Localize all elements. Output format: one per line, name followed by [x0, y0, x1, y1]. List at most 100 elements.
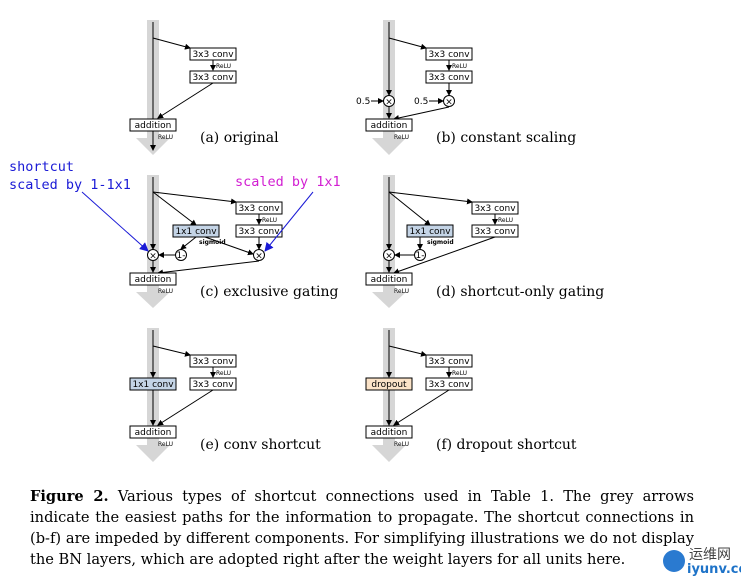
- panel-b-constant-scaling: 3x3 conv ReLU 3x3 conv × × 0.5 0.5 addit…: [356, 20, 576, 155]
- one-minus-symbol: 1-: [416, 251, 425, 261]
- multiply-symbol: ×: [385, 252, 393, 262]
- figure-caption: Figure 2. Various types of shortcut conn…: [30, 486, 694, 570]
- caption-b: (b) constant scaling: [436, 130, 576, 146]
- conv3-label: 3x3 conv: [428, 380, 470, 390]
- addition-box: [129, 118, 177, 132]
- caption-f: (f) dropout shortcut: [436, 437, 577, 453]
- conv3-label: 3x3 conv: [192, 380, 234, 390]
- branch-line: [152, 345, 191, 357]
- addition-label: addition: [371, 121, 408, 131]
- caption-e: (e) conv shortcut: [200, 437, 321, 453]
- conv1-gate-box: [406, 224, 454, 238]
- watermark-line1: 运维网: [689, 547, 731, 563]
- relu-label: ReLU: [394, 134, 409, 141]
- merge-line: [157, 260, 260, 276]
- one-minus-node: [414, 249, 426, 261]
- relu-label: ReLU: [158, 134, 173, 141]
- annotation-arrow: [81, 191, 149, 252]
- relu-label: ReLU: [394, 441, 409, 448]
- merge-line: [157, 82, 214, 119]
- watermark-logo-icon: [663, 550, 685, 572]
- branch-line: [388, 191, 473, 205]
- addition-label: addition: [371, 428, 408, 438]
- panel-f-dropout-shortcut: dropout 3x3 conv ReLU 3x3 conv addition …: [365, 328, 577, 462]
- caption-d: (d) shortcut-only gating: [436, 284, 604, 300]
- panel-c-exclusive-gating: 1x1 conv sigmoid 3x3 conv ReLU 3x3 conv …: [9, 159, 341, 308]
- one-minus-symbol: 1-: [177, 251, 186, 261]
- relu-label: ReLU: [158, 441, 173, 448]
- watermark-line2: iyunv.com: [687, 562, 741, 577]
- conv1-shortcut-box: [129, 377, 177, 391]
- merge-line: [393, 389, 450, 426]
- conv3-label: 3x3 conv: [192, 357, 234, 367]
- caption-c: (c) exclusive gating: [200, 284, 338, 300]
- merge-line: [393, 106, 450, 121]
- gate-branch-line: [152, 191, 197, 226]
- relu-label: ReLU: [498, 217, 513, 224]
- relu-label: ReLU: [394, 288, 409, 295]
- multiply-symbol: ×: [255, 252, 263, 262]
- addition-label: addition: [135, 275, 172, 285]
- conv1-label: 1x1 conv: [175, 227, 217, 237]
- addition-box: [365, 425, 413, 439]
- conv3-label: 3x3 conv: [428, 73, 470, 83]
- conv3-label: 3x3 conv: [192, 73, 234, 83]
- shortcut-diagram: 3x3 conv ReLU 3x3 conv addition ReLU (a)…: [9, 20, 604, 462]
- conv3-label: 3x3 conv: [192, 50, 234, 60]
- conv3-label: 3x3 conv: [474, 204, 516, 214]
- conv3-label: 3x3 conv: [238, 227, 280, 237]
- annotation-scaled-by: scaled by 1x1: [235, 174, 341, 190]
- sigmoid-label: sigmoid: [427, 239, 454, 246]
- annotation-shortcut-scaled: scaled by 1-1x1: [9, 177, 131, 193]
- branch-line: [388, 345, 427, 357]
- figure-label: Figure 2.: [30, 488, 109, 505]
- multiply-symbol: ×: [149, 252, 157, 262]
- addition-box: [129, 425, 177, 439]
- branch-line: [152, 37, 191, 50]
- dropout-label: dropout: [371, 380, 407, 390]
- addition-box: [365, 118, 413, 132]
- gate-branch-line: [388, 191, 431, 226]
- merge-line: [393, 236, 496, 275]
- addition-box: [129, 272, 177, 286]
- relu-label: ReLU: [262, 217, 277, 224]
- multiply-symbol: ×: [385, 98, 393, 108]
- gate-line: [180, 236, 197, 250]
- addition-label: addition: [371, 275, 408, 285]
- multiply-symbol: ×: [445, 98, 453, 108]
- relu-label: ReLU: [452, 63, 467, 70]
- conv3-label: 3x3 conv: [428, 357, 470, 367]
- branch-line: [388, 37, 427, 50]
- addition-box: [365, 272, 413, 286]
- caption-a: (a) original: [200, 130, 279, 146]
- panel-d-shortcut-only-gating: 1x1 conv sigmoid 3x3 conv ReLU 3x3 conv …: [365, 175, 604, 308]
- relu-label: ReLU: [158, 288, 173, 295]
- multiply-node: [253, 249, 265, 261]
- panel-e-conv-shortcut: 1x1 conv 3x3 conv ReLU 3x3 conv addition…: [129, 328, 321, 462]
- scale-label: 0.5: [414, 97, 428, 107]
- conv3-label: 3x3 conv: [474, 227, 516, 237]
- conv3-label: 3x3 conv: [238, 204, 280, 214]
- addition-label: addition: [135, 428, 172, 438]
- panel-a-original: 3x3 conv ReLU 3x3 conv addition ReLU (a)…: [129, 20, 279, 155]
- annotation-shortcut: shortcut: [9, 159, 74, 175]
- one-minus-node: [175, 249, 187, 261]
- conv1-label: 1x1 conv: [409, 227, 451, 237]
- multiply-node: [147, 249, 159, 261]
- dropout-box: [365, 377, 413, 391]
- gate-line: [204, 236, 254, 256]
- relu-label: ReLU: [216, 63, 231, 70]
- merge-line: [157, 389, 214, 426]
- addition-label: addition: [135, 121, 172, 131]
- relu-label: ReLU: [216, 370, 231, 377]
- annotation-arrow: [264, 191, 314, 252]
- conv1-label: 1x1 conv: [132, 380, 174, 390]
- watermark: 运维网 iyunv.com: [663, 544, 741, 580]
- scale-label: 0.5: [356, 97, 370, 107]
- conv3-label: 3x3 conv: [428, 50, 470, 60]
- branch-line: [152, 191, 237, 205]
- sigmoid-label: sigmoid: [199, 239, 226, 246]
- relu-label: ReLU: [452, 370, 467, 377]
- figure-caption-text: Various types of shortcut connections us…: [30, 488, 695, 568]
- multiply-node: [383, 249, 395, 261]
